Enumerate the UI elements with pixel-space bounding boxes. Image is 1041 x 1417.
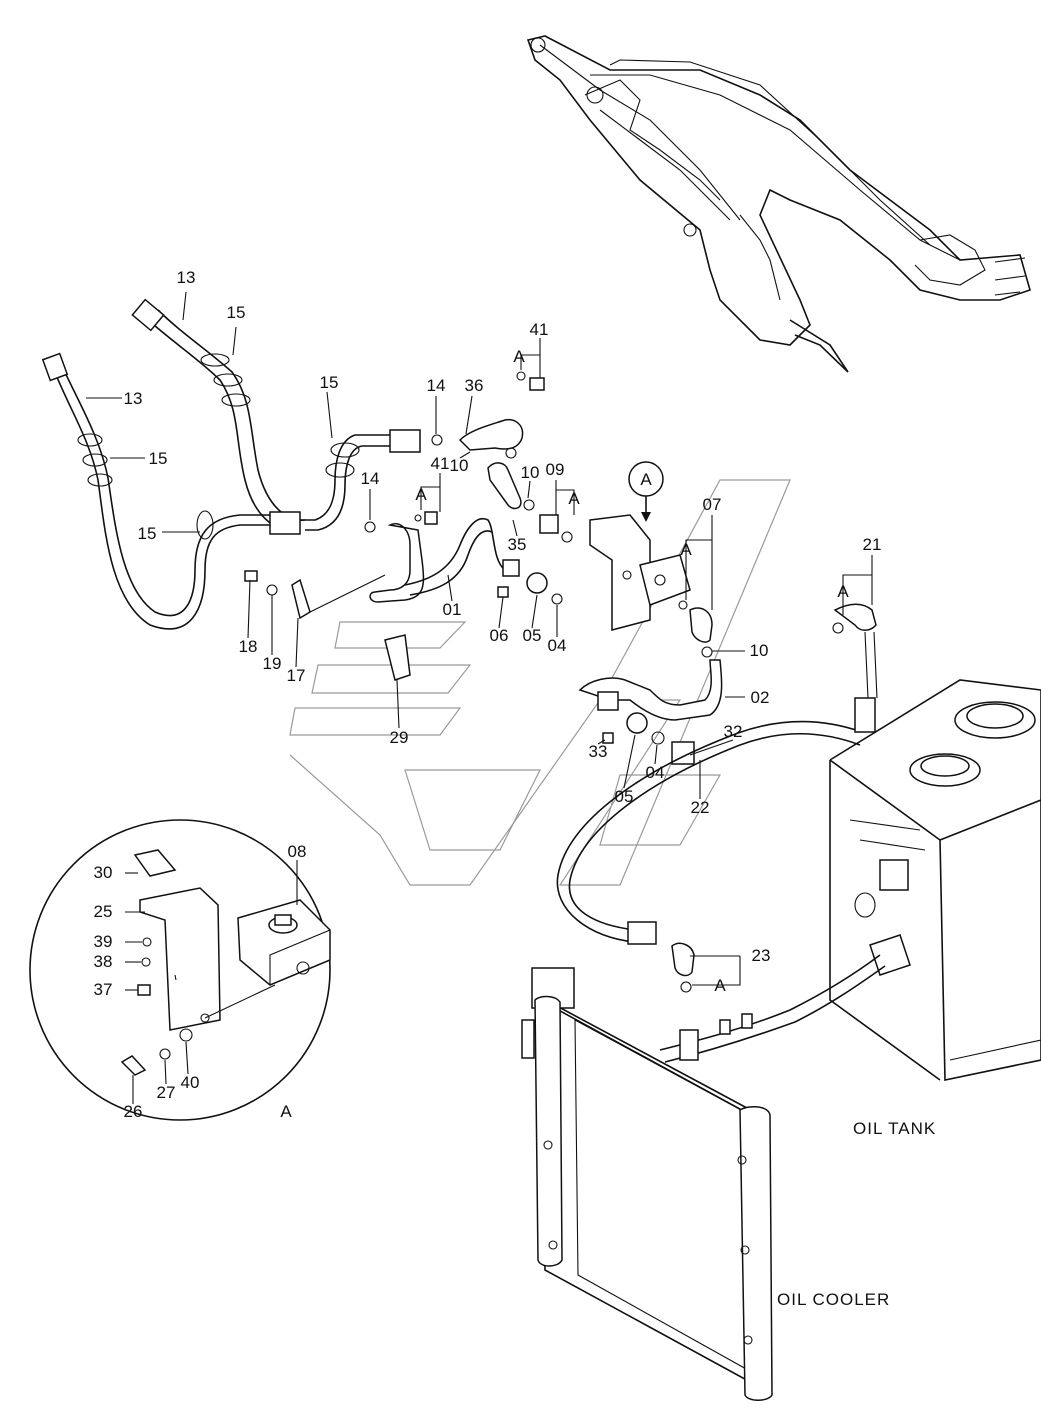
detail-a-caption: A	[280, 1102, 292, 1121]
leader-lines	[86, 291, 873, 1104]
callout-09: 09	[546, 460, 565, 479]
oil-tank-drawing	[829, 679, 1041, 1081]
callout-35: 35	[508, 535, 527, 554]
callout-27: 27	[157, 1083, 176, 1102]
callout-29: 29	[390, 728, 409, 747]
callout-15-top: 15	[227, 303, 246, 322]
callout-17: 17	[287, 666, 306, 685]
callout-40: 40	[181, 1073, 200, 1092]
callout-21: 21	[863, 535, 882, 554]
callout-36: 36	[465, 376, 484, 395]
callout-22: 22	[691, 798, 710, 817]
callout-26: 26	[124, 1102, 143, 1121]
callout-33: 33	[589, 742, 608, 761]
callout-23: 23	[752, 946, 771, 965]
view-a-bubble-label: A	[640, 470, 652, 489]
callout-14-top: 14	[427, 376, 446, 395]
callout-10-right: 10	[750, 641, 769, 660]
hose-assembly-13-15	[41, 298, 421, 630]
callout-a-top: A	[513, 347, 525, 366]
pipe-fittings	[244, 371, 573, 681]
callout-37: 37	[94, 980, 113, 999]
return-line	[556, 603, 878, 993]
callout-01: 01	[443, 600, 462, 619]
callout-38: 38	[94, 952, 113, 971]
callout-05-low: 05	[615, 787, 634, 806]
callout-labels: 13 15 13 15 15 15 14 36 41 A 10 10 09 A …	[94, 268, 936, 1309]
valve-block-assembly	[589, 461, 713, 658]
excavator-boom-drawing	[526, 35, 1031, 373]
callout-04-top: 04	[548, 636, 567, 655]
callout-25: 25	[94, 902, 113, 921]
callout-10-left: 10	[450, 456, 469, 475]
callout-15-mid: 15	[320, 373, 339, 392]
watermark-logo	[289, 479, 791, 886]
oil-cooler-label: OIL COOLER	[777, 1290, 890, 1309]
callout-13-left: 13	[124, 389, 143, 408]
callout-04-low: 04	[646, 763, 665, 782]
oil-cooler-drawing	[521, 954, 886, 1401]
callout-19: 19	[263, 654, 282, 673]
callout-15-low: 15	[138, 524, 157, 543]
callout-39: 39	[94, 932, 113, 951]
callout-02: 02	[751, 688, 770, 707]
callout-a-21: A	[837, 582, 849, 601]
callout-32: 32	[724, 722, 743, 741]
callout-13-top: 13	[177, 268, 196, 287]
callout-06: 06	[490, 626, 509, 645]
callout-07: 07	[703, 495, 722, 514]
callout-41-mid: 41	[431, 454, 450, 473]
detail-view-a	[29, 819, 331, 1121]
callout-41-top: 41	[530, 320, 549, 339]
callout-a-07: A	[680, 540, 692, 559]
callout-30: 30	[94, 863, 113, 882]
oil-tank-label: OIL TANK	[853, 1119, 936, 1138]
callout-a-41: A	[415, 485, 427, 504]
callout-a-09: A	[568, 489, 580, 508]
callout-05-top: 05	[523, 626, 542, 645]
callout-14-mid: 14	[361, 469, 380, 488]
callout-15-left: 15	[149, 449, 168, 468]
callout-a-23: A	[714, 976, 726, 995]
callout-10-mid: 10	[521, 463, 540, 482]
callout-18: 18	[239, 637, 258, 656]
callout-08: 08	[288, 842, 307, 861]
